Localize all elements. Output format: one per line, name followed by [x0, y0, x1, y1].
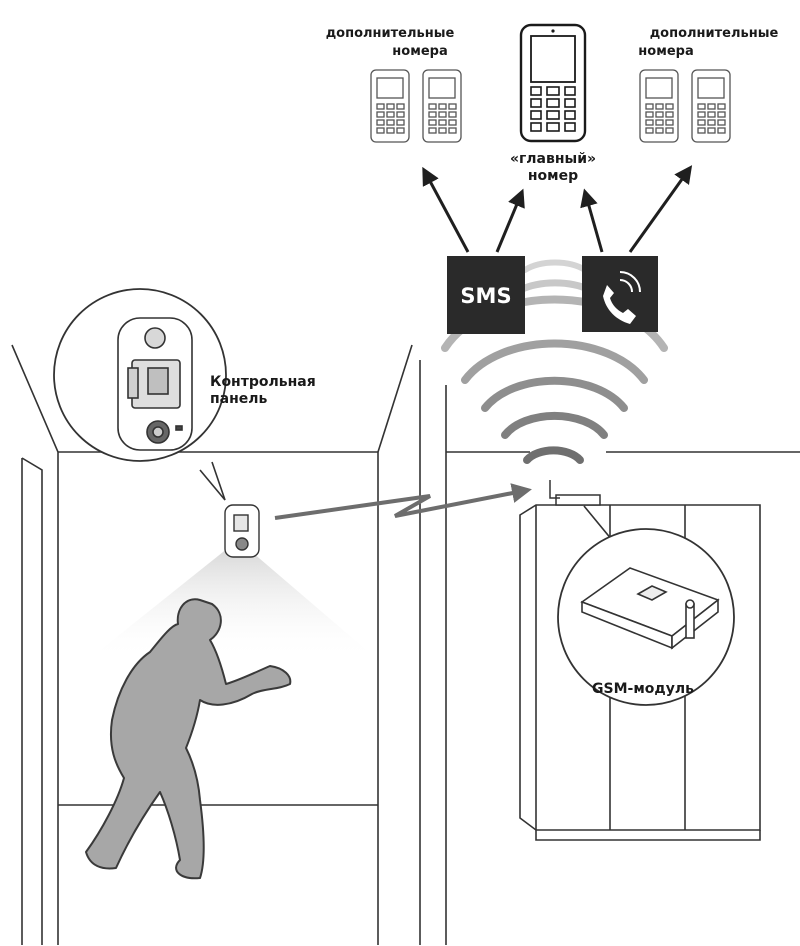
- gsm-module-device: [549, 480, 601, 506]
- control-panel-label-line2: панель: [210, 391, 268, 407]
- control-panel-sensor: [224, 504, 260, 558]
- main-phone-icon: [519, 23, 587, 143]
- motion-detection-zone: [88, 540, 378, 660]
- room-walls: [11, 344, 800, 945]
- phone-call-icon: [582, 256, 658, 332]
- mobile-phone-icon: [370, 69, 410, 143]
- control-panel-zoom-bubble: [53, 288, 227, 501]
- extra-numbers-left-label: дополнительные: [326, 26, 455, 41]
- extra-numbers-left-label-line2: номера: [392, 44, 447, 59]
- sms-badge: SMS: [447, 256, 525, 334]
- gsm-module-label: GSM-модуль: [592, 681, 694, 697]
- mobile-phone-icon: [691, 69, 731, 143]
- radio-link-arrow: [274, 483, 532, 520]
- mobile-phone-icon: [422, 69, 462, 143]
- intruder-figure: [85, 598, 292, 880]
- mobile-phone-icon: [639, 69, 679, 143]
- svg-text:SMS: SMS: [460, 284, 511, 308]
- extra-numbers-right-label: дополнительные: [650, 26, 779, 41]
- main-number-label: «главный»: [510, 151, 596, 167]
- notification-arrows: [422, 165, 693, 253]
- main-number-label-line2: номер: [528, 168, 578, 184]
- extra-numbers-right-label-line2: номера: [638, 44, 693, 59]
- gsm-module-zoom-bubble: [557, 505, 735, 706]
- control-panel-label: Контрольная: [210, 374, 316, 390]
